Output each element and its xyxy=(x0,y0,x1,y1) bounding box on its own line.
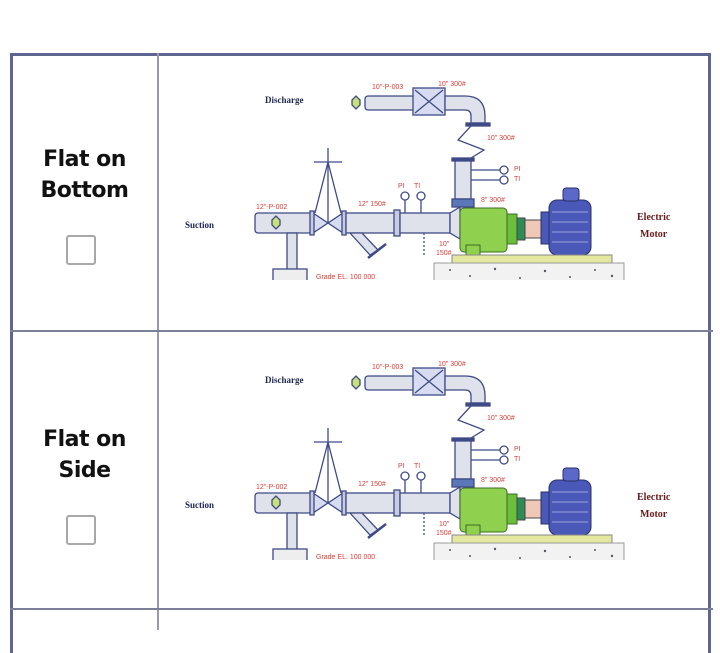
pump-inlet-rating: 10" xyxy=(439,241,450,248)
options-table xyxy=(10,53,711,653)
concrete-speckles xyxy=(449,547,614,559)
electric-motor-label: Motor xyxy=(640,229,668,240)
temperature-indicator-label: TI xyxy=(414,183,420,190)
pump-piping-diagram: Discharge Suction Electric Motor 10"-P-0… xyxy=(185,361,671,560)
discharge-piping xyxy=(351,367,509,488)
suction-label: Suction xyxy=(185,500,214,510)
flow-arrow-icon xyxy=(271,495,281,510)
pump-piping-diagram: Discharge Suction Electric Motor 10"-P-0… xyxy=(185,81,671,280)
suction-piping xyxy=(254,148,461,280)
valve-rating: 10" 300# xyxy=(438,361,466,368)
suction-piping xyxy=(254,428,461,560)
electric-motor-label: Electric xyxy=(637,212,671,223)
pump xyxy=(459,207,518,258)
electric-motor-label: Electric xyxy=(637,492,671,503)
grade-elevation: Grade EL. 100 000 xyxy=(316,274,375,280)
concrete-speckles xyxy=(449,267,614,279)
flow-arrow-icon xyxy=(351,375,361,390)
pressure-indicator-label: PI xyxy=(398,183,405,190)
option-label: Flat on xyxy=(43,147,126,172)
pressure-indicator-label: PI xyxy=(514,166,521,173)
temperature-indicator-label: TI xyxy=(414,463,420,470)
row-divider xyxy=(10,608,713,610)
coupling xyxy=(516,497,542,521)
temperature-indicator-label: TI xyxy=(514,456,520,463)
flow-arrow-icon xyxy=(351,95,361,110)
option-label: Flat on xyxy=(43,427,126,452)
pump-outlet-rating: 8" 300# xyxy=(481,197,505,204)
electric-motor xyxy=(540,187,592,256)
electric-motor-label: Motor xyxy=(640,509,668,520)
suction-line-tag: 12"-P-002 xyxy=(256,484,287,491)
flow-arrow-icon xyxy=(271,215,281,230)
pump-outlet-rating: 8" 300# xyxy=(481,477,505,484)
suction-rating: 12" 150# xyxy=(358,481,386,488)
option-checkbox[interactable] xyxy=(66,235,96,265)
pressure-indicator-label: PI xyxy=(398,463,405,470)
discharge-label: Discharge xyxy=(265,95,304,105)
discharge-label: Discharge xyxy=(265,375,304,385)
valve-rating: 10" 300# xyxy=(438,81,466,88)
suction-line-tag: 12"-P-002 xyxy=(256,204,287,211)
discharge-line-tag: 10"-P-003 xyxy=(372,364,403,371)
pressure-indicator-label: PI xyxy=(514,446,521,453)
row-divider xyxy=(10,330,713,332)
flange-rating: 10" 300# xyxy=(487,415,515,422)
suction-rating: 12" 150# xyxy=(358,201,386,208)
column-divider xyxy=(157,53,159,630)
concrete-foundation xyxy=(433,262,625,280)
discharge-piping xyxy=(351,87,509,208)
grade-elevation: Grade EL. 100 000 xyxy=(316,554,375,560)
base-plate xyxy=(451,534,613,544)
suction-label: Suction xyxy=(185,220,214,230)
pump-inlet-rating: 150# xyxy=(436,530,452,537)
pump-inlet-rating: 150# xyxy=(436,250,452,257)
option-label: Side xyxy=(58,458,111,483)
flange-rating: 10" 300# xyxy=(487,135,515,142)
discharge-line-tag: 10"-P-003 xyxy=(372,84,403,91)
electric-motor xyxy=(540,467,592,536)
pump-inlet-rating: 10" xyxy=(439,521,450,528)
temperature-indicator-label: TI xyxy=(514,176,520,183)
base-plate xyxy=(451,254,613,264)
coupling xyxy=(516,217,542,241)
option-label: Bottom xyxy=(40,178,129,203)
pump xyxy=(459,487,518,538)
option-checkbox[interactable] xyxy=(66,515,96,545)
concrete-foundation xyxy=(433,542,625,560)
